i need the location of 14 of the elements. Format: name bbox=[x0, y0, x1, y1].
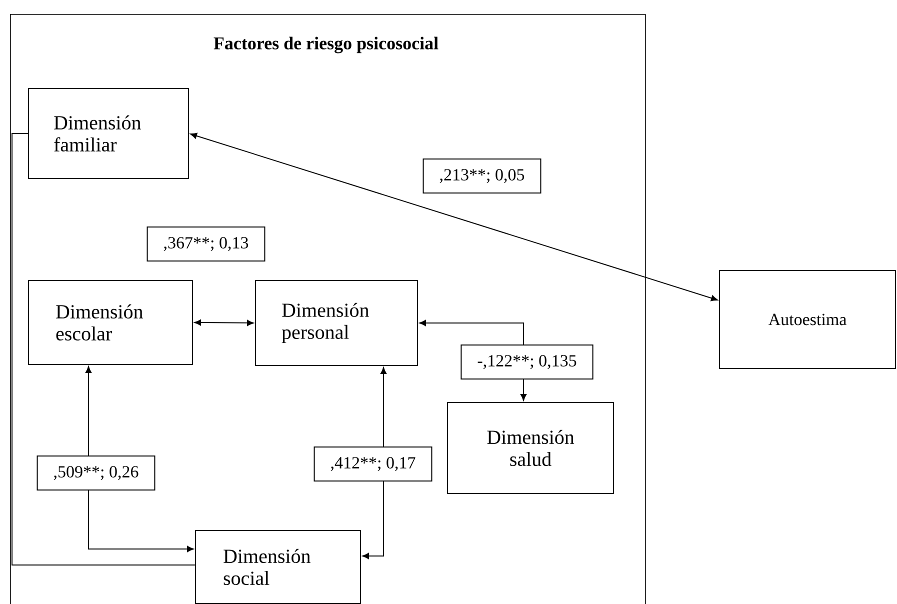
coefficient-box: ,367**; 0,13 bbox=[146, 226, 266, 262]
coefficient-box: ,412**; 0,17 bbox=[314, 446, 432, 482]
dimension-box: Dimensión salud bbox=[447, 402, 614, 494]
coefficient-box: ,213**; 0,05 bbox=[422, 158, 542, 194]
coefficient-box: ,509**; 0,26 bbox=[36, 456, 156, 490]
dimension-box: Dimensión social bbox=[195, 530, 361, 604]
coefficient-box: -,122**; 0,135 bbox=[460, 344, 594, 380]
dimension-box: Dimensión escolar bbox=[28, 280, 193, 365]
connector-arrow bbox=[190, 132, 718, 302]
dimension-box: Dimensión familiar bbox=[28, 88, 189, 179]
connector-arrow bbox=[85, 366, 194, 552]
dimension-box: Dimensión personal bbox=[255, 280, 418, 366]
dimension-box: Autoestima bbox=[719, 270, 896, 369]
connector-arrow bbox=[194, 320, 254, 326]
